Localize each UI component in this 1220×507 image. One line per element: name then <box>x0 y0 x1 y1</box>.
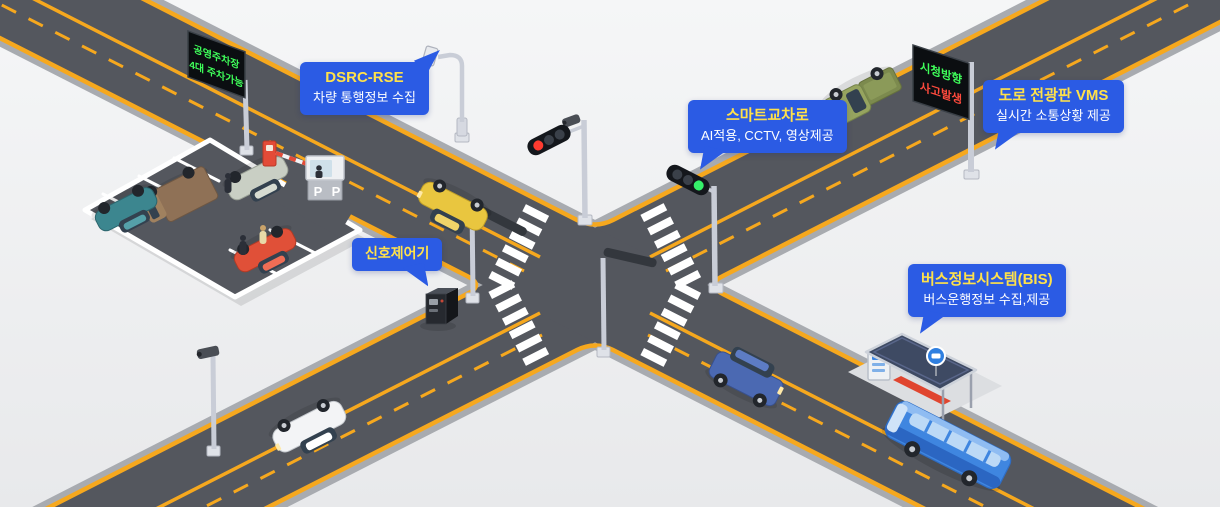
vms-led-sign: 시청방향 사고발생 <box>912 44 980 180</box>
bus-stop-bench <box>893 376 951 405</box>
street-lamp-right <box>596 247 657 358</box>
booth-p-side: P <box>332 184 341 199</box>
person-passenger <box>259 225 267 244</box>
parking-entrance <box>276 172 356 236</box>
bus-stop-shelter <box>848 332 1002 424</box>
cctv-camera <box>196 345 220 360</box>
label-bis: 버스정보시스템(BIS) 버스운행정보 수집,제공 <box>908 264 1066 317</box>
traffic-signal-right <box>666 164 724 294</box>
vehicle-teal-car <box>91 184 158 233</box>
parking-led-sign: 공영주차장 4대 주차가능 <box>187 29 254 156</box>
vehicle-taxi <box>416 178 492 235</box>
label-signal-controller-title: 신호제어기 <box>365 245 430 261</box>
traffic-signal-left <box>527 114 593 226</box>
person-driver <box>239 235 247 255</box>
signal-controller-cabinet <box>420 288 458 331</box>
signal-head-red <box>527 124 571 156</box>
parking-lot: P P <box>82 137 366 306</box>
label-signal-controller: 신호제어기 <box>352 238 443 271</box>
label-bis-desc: 버스운행정보 수집,제공 <box>923 291 1051 307</box>
label-smart-intersection-desc: AI적용, CCTV, 영상제공 <box>701 127 834 143</box>
cctv-on-signal <box>562 114 581 128</box>
parking-booth: P P <box>305 155 345 201</box>
label-dsrc-rse-desc: 차량 통행정보 수집 <box>313 89 416 105</box>
bus-stop-sign <box>926 346 946 366</box>
shelter-roof <box>864 332 978 392</box>
signal-head-green <box>666 164 710 196</box>
label-dsrc-rse: DSRC-RSE 차량 통행정보 수집 <box>300 62 429 115</box>
label-vms-desc: 실시간 소통상황 제공 <box>996 107 1111 123</box>
label-bis-title: 버스정보시스템(BIS) <box>921 271 1053 288</box>
label-smart-intersection-title: 스마트교차로 <box>725 107 809 124</box>
person-attendant <box>224 173 232 193</box>
label-vms-title: 도로 전광판 VMS <box>998 87 1109 104</box>
vehicle-bus <box>881 400 1012 492</box>
vehicle-pickup-truck <box>820 66 902 127</box>
label-dsrc-rse-title: DSRC-RSE <box>325 69 404 86</box>
label-vms: 도로 전광판 VMS 실시간 소통상황 제공 <box>983 80 1124 133</box>
vehicle-suv <box>705 346 784 409</box>
cctv-pole-bottom-left <box>196 345 221 457</box>
vehicle-white-car <box>268 397 347 454</box>
label-smart-intersection: 스마트교차로 AI적용, CCTV, 영상제공 <box>688 100 847 153</box>
booth-p-front: P <box>314 184 323 199</box>
